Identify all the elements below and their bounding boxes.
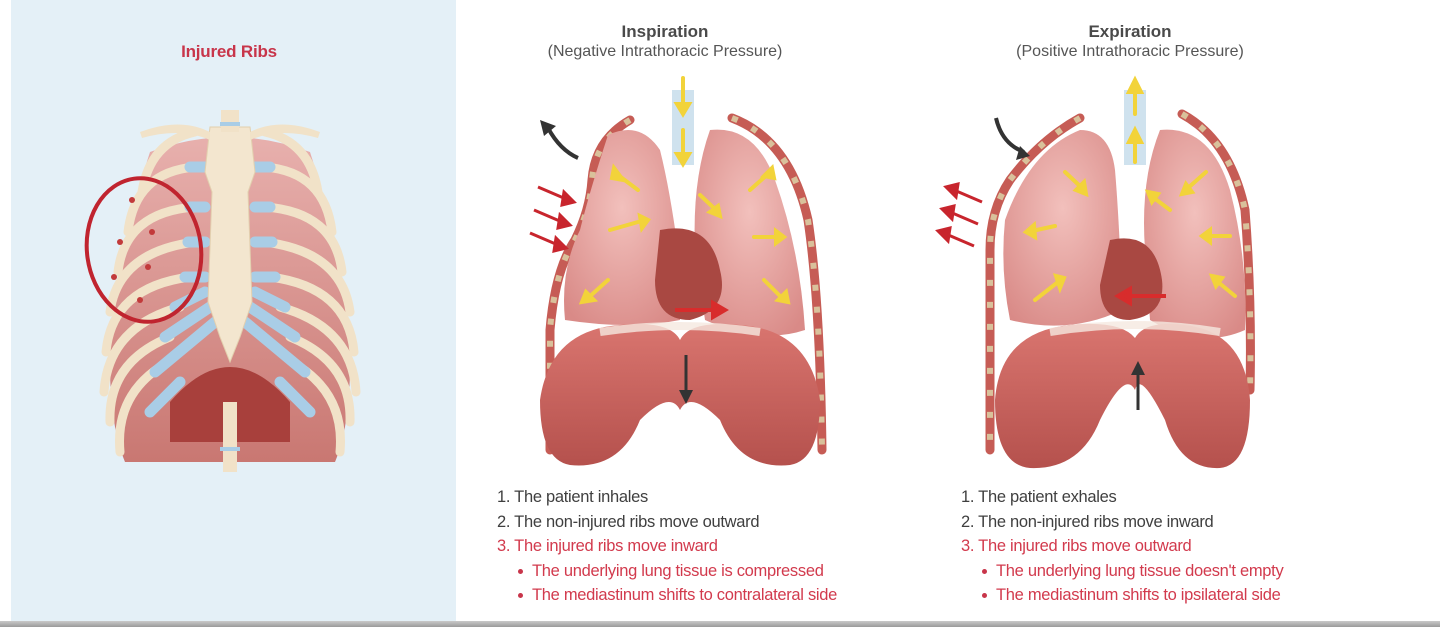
bullet-icon <box>518 568 523 574</box>
expiration-title: Expiration <box>1088 22 1172 41</box>
inspiration-title: Inspiration <box>621 22 709 41</box>
inspiration-bullet-1: The underlying lung tissue is compressed <box>497 559 837 584</box>
inspiration-notes: 1. The patient inhales 2. The non-injure… <box>497 485 837 608</box>
expiration-step-1: 1. The patient exhales <box>961 488 1117 506</box>
bottom-border <box>0 621 1440 627</box>
inspiration-step-3: 3. The injured ribs move inward <box>497 537 718 556</box>
expiration-notes: 1. The patient exhales 2. The non-injure… <box>961 485 1284 608</box>
expiration-header: Expiration (Positive Intrathoracic Press… <box>965 21 1295 62</box>
expiration-bullet-1: The underlying lung tissue doesn't empty <box>961 559 1284 584</box>
bullet-icon <box>518 593 523 599</box>
rib-cage-illustration <box>84 110 361 472</box>
expiration-lungs-illustration <box>935 75 1255 469</box>
injured-ribs-title: Injured Ribs <box>181 42 277 61</box>
inspiration-bullet-2: The mediastinum shifts to contralateral … <box>497 583 837 608</box>
bullet-icon <box>982 568 987 574</box>
inspiration-header: Inspiration (Negative Intrathoracic Pres… <box>500 21 830 62</box>
expiration-step-2: 2. The non-injured ribs move inward <box>961 512 1214 531</box>
expiration-bullet-2: The mediastinum shifts to ipsilateral si… <box>961 583 1283 608</box>
inspiration-lungs-illustration <box>529 76 827 466</box>
inspiration-step-2: 2. The non-injured ribs move outward <box>497 512 760 531</box>
expiration-subtitle: (Positive Intrathoracic Pressure) <box>1016 43 1244 60</box>
expiration-step-3: 3. The injured ribs move outward <box>961 537 1192 556</box>
bullet-icon <box>982 593 987 599</box>
inspiration-step-1: 1. The patient inhales <box>497 488 648 506</box>
inspiration-subtitle: (Negative Intrathoracic Pressure) <box>547 43 783 60</box>
